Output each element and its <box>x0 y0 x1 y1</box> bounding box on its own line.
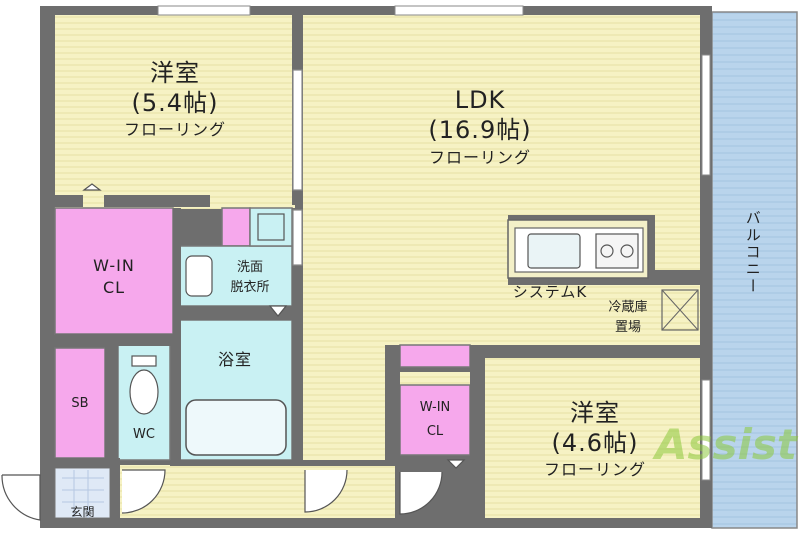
wic2-area <box>399 384 471 456</box>
bedroom2-ext <box>400 372 485 386</box>
washroom-label-2: 脱衣所 <box>230 280 270 295</box>
fridge-label-2: 置場 <box>614 320 641 335</box>
bathtub <box>185 399 287 456</box>
bath-label: 浴室 <box>217 350 252 369</box>
ldk-floor <box>303 15 700 460</box>
balcony-label: バルコニー <box>743 210 762 295</box>
washer-inner <box>257 213 285 241</box>
doors <box>1 69 466 521</box>
entrance-label: 玄関 <box>70 505 95 519</box>
washbasin <box>185 255 213 297</box>
wic1-label-2: CL <box>102 278 126 297</box>
kitchen-label: システムK <box>512 283 588 301</box>
burner-r <box>620 244 634 258</box>
toilet <box>129 369 159 415</box>
burner-l <box>600 244 614 258</box>
wash-shelf <box>221 207 251 247</box>
bedroom1-floor-type: フローリング <box>123 120 226 139</box>
bedroom2-floor <box>485 358 700 518</box>
bedroom2-size: (4.6帖) <box>551 429 639 457</box>
assist-logo: Assist <box>655 420 797 469</box>
entrance-area <box>54 467 111 519</box>
balcony-area <box>711 11 798 529</box>
bedroom1-name: 洋室 <box>150 59 200 87</box>
sb-area <box>54 347 106 459</box>
bedroom1-floor <box>55 15 292 195</box>
fridge-space <box>661 289 699 331</box>
entrance-grid <box>62 470 104 518</box>
sink <box>527 233 581 269</box>
bedroom2-floor-type: フローリング <box>543 460 646 479</box>
bedroom2-name: 洋室 <box>570 399 620 427</box>
washroom-label-1: 洗面 <box>236 260 263 275</box>
toilet-tank <box>131 355 157 367</box>
shelf-area <box>399 344 471 368</box>
ldk-size: (16.9帖) <box>428 116 532 144</box>
wic1-label-1: W-IN <box>93 256 135 275</box>
stove <box>595 233 639 269</box>
wic2-label-2: CL <box>426 424 444 439</box>
bedroom1-size: (5.4帖) <box>131 89 219 117</box>
fridge-label-1: 冷蔵庫 <box>608 300 648 315</box>
wic2-label-1: W-IN <box>419 400 451 415</box>
sb-label: SB <box>71 396 89 411</box>
ldk-floor-type: フローリング <box>428 148 531 167</box>
ldk-name: LDK <box>454 86 506 114</box>
windows <box>157 5 711 481</box>
wc-label: WC <box>133 427 155 442</box>
fridge-x <box>661 289 699 331</box>
